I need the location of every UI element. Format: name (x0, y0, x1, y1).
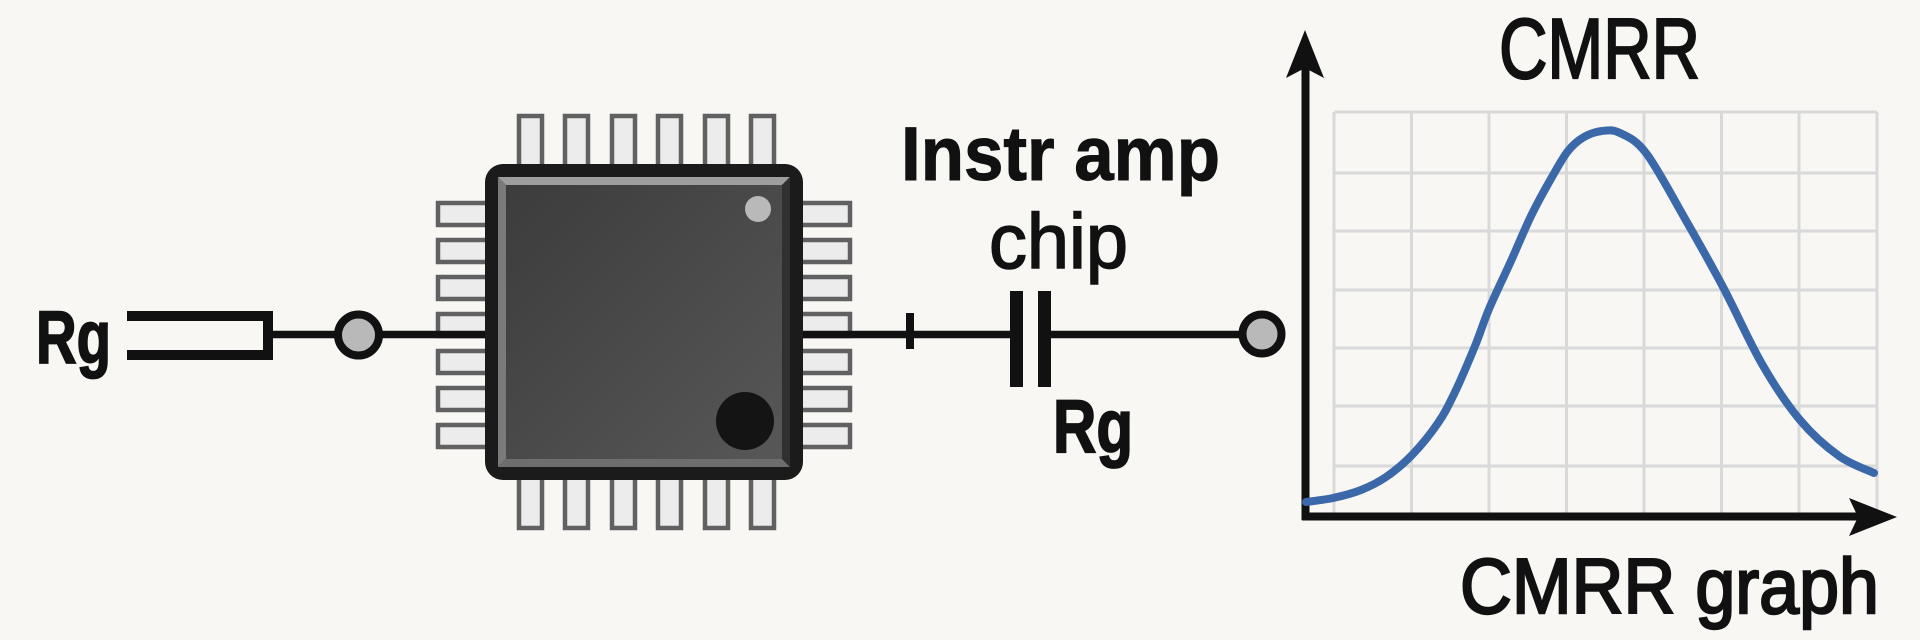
svg-text:chip: chip (989, 197, 1128, 285)
svg-text:Rg: Rg (36, 296, 111, 379)
svg-text:Instr amp: Instr amp (901, 112, 1220, 197)
svg-text:CMRR graph: CMRR graph (1460, 542, 1879, 630)
svg-text:CMRR: CMRR (1499, 2, 1700, 97)
svg-text:Rg: Rg (1053, 384, 1133, 468)
